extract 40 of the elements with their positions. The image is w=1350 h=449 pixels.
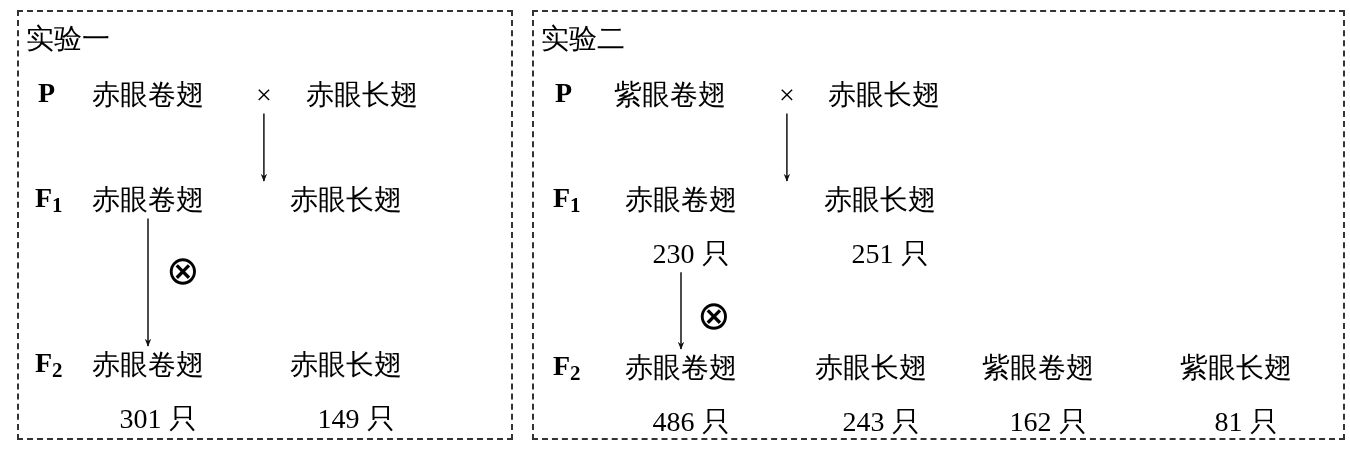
selfing-symbol: ⊗ — [697, 291, 731, 339]
count-text: 81 只 — [1213, 404, 1278, 439]
phenotype-text: × — [256, 78, 272, 112]
phenotype-text: 赤眼卷翅 — [625, 351, 737, 385]
phenotype-text: 赤眼长翅 — [828, 78, 940, 112]
phenotype-text: 赤眼长翅 — [815, 351, 927, 385]
arrow — [260, 112, 268, 182]
arrow — [677, 271, 685, 350]
generation-label: F$_{2}$ — [553, 349, 581, 383]
generation-label: F$_{1}$ — [35, 181, 63, 215]
generation-label: F$_{2}$ — [35, 346, 63, 380]
phenotype-text: 赤眼长翅 — [306, 78, 418, 112]
phenotype-text: 赤眼长翅 — [290, 183, 402, 217]
count-text: 149 只 — [316, 401, 395, 436]
panel-title: 实验二 — [541, 22, 625, 56]
generation-label: P — [38, 76, 56, 110]
count-text: 243 只 — [841, 404, 920, 439]
phenotype-text: 赤眼长翅 — [824, 183, 936, 217]
count-text: 301 只 — [118, 401, 197, 436]
count-text: 230 只 — [651, 236, 730, 271]
dashed-panel — [532, 10, 1345, 440]
arrow — [144, 217, 152, 347]
selfing-symbol: ⊗ — [166, 246, 200, 294]
phenotype-text: 赤眼卷翅 — [92, 183, 204, 217]
generation-label: F$_{1}$ — [553, 181, 581, 215]
arrow — [783, 112, 791, 182]
phenotype-text: 赤眼卷翅 — [92, 78, 204, 112]
count-text: 251 只 — [850, 236, 929, 271]
phenotype-text: 赤眼卷翅 — [92, 348, 204, 382]
generation-label: P — [555, 76, 573, 110]
phenotype-text: 紫眼卷翅 — [982, 351, 1094, 385]
phenotype-text: 紫眼卷翅 — [614, 78, 726, 112]
phenotype-text: 赤眼卷翅 — [625, 183, 737, 217]
phenotype-text: 赤眼长翅 — [290, 348, 402, 382]
dashed-panel — [17, 10, 513, 440]
phenotype-text: × — [779, 78, 795, 112]
count-text: 486 只 — [651, 404, 730, 439]
count-text: 162 只 — [1008, 404, 1087, 439]
phenotype-text: 紫眼长翅 — [1180, 351, 1292, 385]
panel-title: 实验一 — [26, 22, 110, 56]
